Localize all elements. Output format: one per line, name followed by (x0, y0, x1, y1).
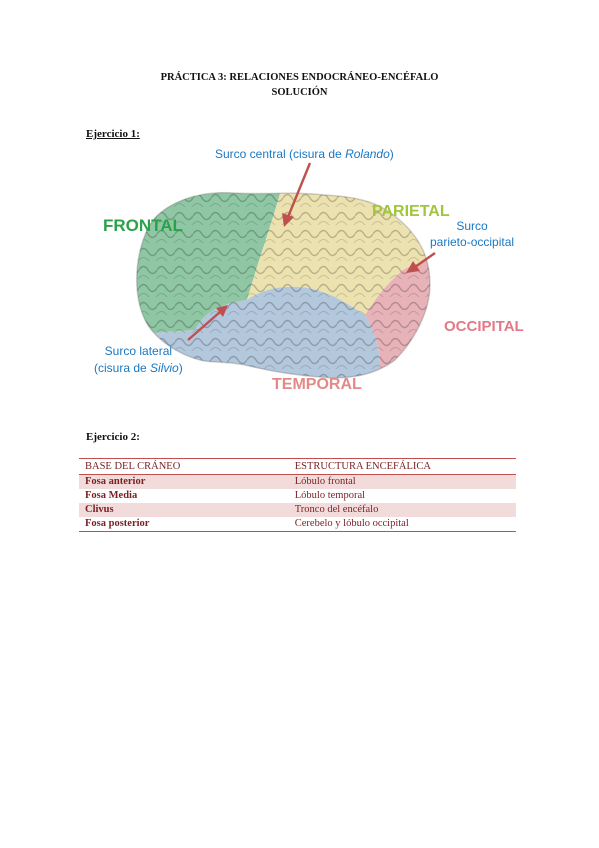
brain-structure-cell: Lóbulo temporal (294, 490, 366, 501)
exercise-1-heading: Ejercicio 1: (86, 128, 140, 140)
document-title: PRÁCTICA 3: RELACIONES ENDOCRÁNEO-ENCÉFA… (160, 72, 439, 83)
skull-base-cell: Clivus (79, 503, 289, 517)
table-row: Fosa Media Lóbulo temporal (79, 489, 516, 503)
lateral-sulcus-line2: (cisura de Silvio) (94, 360, 183, 377)
lateral-sulcus-name: Silvio (150, 361, 179, 375)
table-row: Fosa posterior Cerebelo y lóbulo occipit… (79, 517, 516, 532)
skull-base-cell: Fosa anterior (79, 474, 289, 489)
frontal-label: FRONTAL (103, 216, 183, 235)
lateral-sulcus-prefix: (cisura de (94, 361, 151, 375)
temporal-label: TEMPORAL (272, 376, 362, 393)
table-row: Fosa anterior Lóbulo frontal (79, 474, 516, 489)
column-header-skull-base: BASE DEL CRÁNEO (79, 458, 289, 475)
lateral-sulcus-line1: Surco lateral (104, 344, 173, 358)
skull-base-cell: Fosa posterior (79, 517, 289, 532)
parieto-occipital-arrow (406, 252, 436, 273)
parieto-occipital-line2: parieto-occipital (430, 235, 515, 249)
parieto-occipital-sulcus-label: Surco parieto-occipital (430, 218, 514, 250)
brain-structure-cell: Tronco del encéfalo (288, 503, 516, 517)
exercise-2-heading: Ejercicio 2: (86, 431, 140, 443)
skull-base-table: BASE DEL CRÁNEO ESTRUCTURA ENCEFÁLICA Fo… (79, 458, 516, 532)
brain-lateral-view-figure (136, 162, 436, 379)
brain-lobes (136, 192, 430, 378)
table-header-row: BASE DEL CRÁNEO ESTRUCTURA ENCEFÁLICA (79, 458, 516, 475)
lateral-sulcus-label: Surco lateral (cisura de Silvio) (94, 343, 183, 377)
brain-structure-cell: Cerebelo y lóbulo occipital (288, 517, 516, 532)
lateral-sulcus-arrow (187, 305, 228, 341)
brain-structure-cell: Lóbulo frontal (288, 474, 516, 489)
document-subtitle: SOLUCIÓN (271, 87, 328, 98)
skull-base-cell: Fosa Media (85, 490, 138, 501)
central-sulcus-name: Rolando (345, 147, 390, 161)
parietal-label: PARIETAL (372, 203, 450, 220)
parieto-occipital-line1: Surco (456, 219, 488, 233)
table-row: Clivus Tronco del encéfalo (79, 503, 516, 517)
central-sulcus-suffix: ) (389, 147, 394, 161)
column-header-brain-structure: ESTRUCTURA ENCEFÁLICA (288, 458, 516, 475)
occipital-label: OCCIPITAL (444, 318, 524, 335)
central-sulcus-arrow (282, 162, 312, 227)
central-sulcus-label: Surco central (cisura de Rolando) (215, 147, 394, 161)
central-sulcus-prefix: Surco central (cisura de (215, 147, 346, 161)
lateral-sulcus-suffix: ) (178, 361, 183, 375)
